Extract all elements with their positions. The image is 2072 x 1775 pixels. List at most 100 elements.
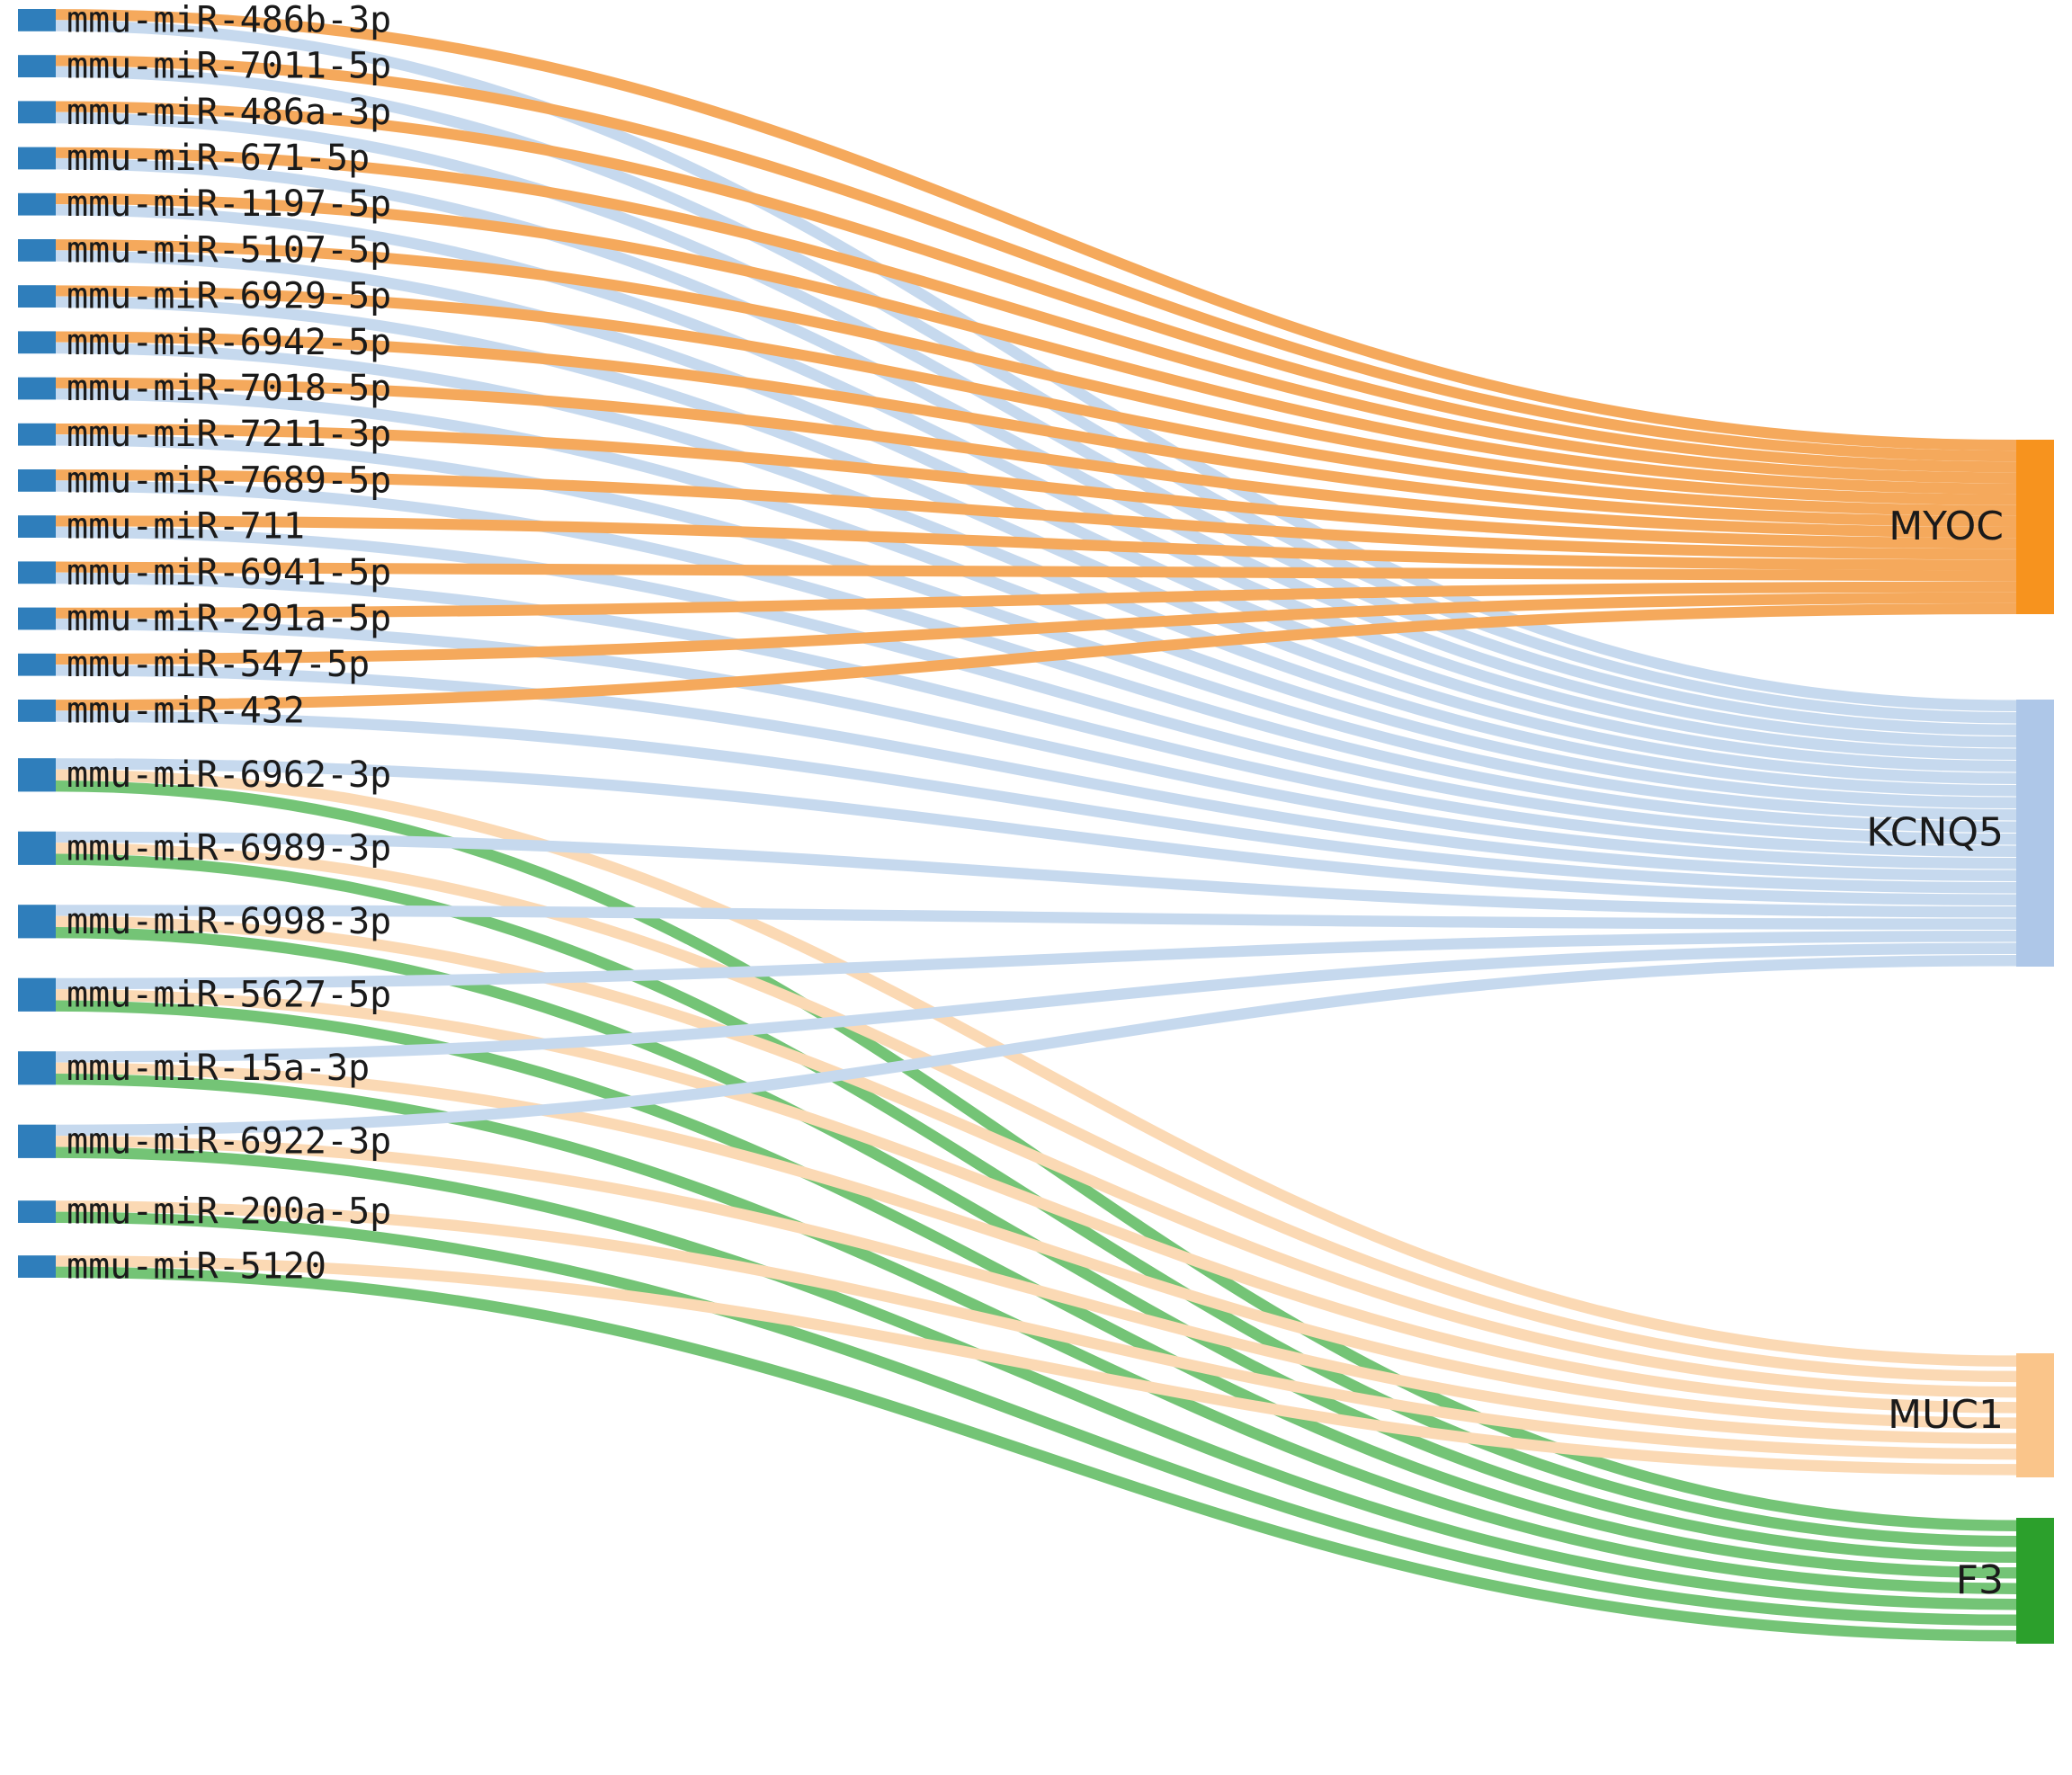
source-node-label: mmu-miR-5120 xyxy=(67,1246,326,1288)
source-node-label: mmu-miR-200a-5p xyxy=(67,1191,391,1233)
source-node-mmu-miR-291a-5p[interactable] xyxy=(18,607,56,630)
source-node-label: mmu-miR-486a-3p xyxy=(67,92,391,133)
source-node-mmu-miR-200a-5p[interactable] xyxy=(18,1200,56,1223)
source-node-label: mmu-miR-6989-3p xyxy=(67,827,391,869)
source-node-mmu-miR-5107-5p[interactable] xyxy=(18,239,56,262)
source-node-mmu-miR-6998-3p[interactable] xyxy=(18,905,56,939)
source-node-label: mmu-miR-291a-5p xyxy=(67,598,391,639)
source-node-mmu-miR-6929-5p[interactable] xyxy=(18,285,56,308)
source-node-label: mmu-miR-7011-5p xyxy=(67,46,391,87)
target-node-label: F3 xyxy=(1956,1557,2004,1603)
sankey-link[interactable] xyxy=(55,592,2017,665)
sankey-link[interactable] xyxy=(55,515,2017,571)
sankey-link[interactable] xyxy=(55,831,2017,918)
sankey-link[interactable] xyxy=(55,769,2017,1367)
source-node-mmu-miR-547-5p[interactable] xyxy=(18,653,56,676)
sankey-link[interactable] xyxy=(55,66,2017,724)
sankey-link[interactable] xyxy=(55,9,2017,451)
source-node-mmu-miR-5120[interactable] xyxy=(18,1255,56,1278)
source-node-mmu-miR-6922-3p[interactable] xyxy=(18,1124,56,1158)
links-layer xyxy=(55,9,2017,1642)
target-node-MYOC[interactable] xyxy=(2016,440,2054,614)
sankey-link[interactable] xyxy=(55,758,2017,905)
source-node-label: mmu-miR-5107-5p xyxy=(67,229,391,271)
sankey-link[interactable] xyxy=(55,843,2017,1383)
sankey-link[interactable] xyxy=(55,955,2017,1137)
source-node-mmu-miR-6941-5p[interactable] xyxy=(18,561,56,584)
source-node-label: mmu-miR-6922-3p xyxy=(67,1120,391,1162)
sankey-link[interactable] xyxy=(55,1146,2017,1610)
source-node-label: mmu-miR-6962-3p xyxy=(67,754,391,796)
source-node-label: mmu-miR-432 xyxy=(67,690,305,731)
nodes-layer xyxy=(18,9,2054,1644)
source-node-label: mmu-miR-7211-3p xyxy=(67,414,391,455)
sankey-link[interactable] xyxy=(55,285,2017,516)
source-node-mmu-miR-1197-5p[interactable] xyxy=(18,192,56,216)
sankey-link[interactable] xyxy=(55,423,2017,549)
source-node-mmu-miR-7018-5p[interactable] xyxy=(18,377,56,400)
source-node-mmu-miR-6989-3p[interactable] xyxy=(18,831,56,865)
sankey-link[interactable] xyxy=(55,581,2017,619)
sankey-link[interactable] xyxy=(55,20,2017,711)
source-node-label: mmu-miR-6941-5p xyxy=(67,552,391,593)
sankey-link[interactable] xyxy=(55,1136,2017,1445)
sankey-link[interactable] xyxy=(55,377,2017,539)
sankey-link[interactable] xyxy=(55,572,2017,857)
source-node-mmu-miR-711[interactable] xyxy=(18,515,56,538)
sankey-link[interactable] xyxy=(55,1255,2017,1476)
target-node-F3[interactable] xyxy=(2016,1518,2054,1644)
source-node-label: mmu-miR-6942-5p xyxy=(67,322,391,363)
source-node-mmu-miR-486b-3p[interactable] xyxy=(18,9,56,31)
target-node-MUC1[interactable] xyxy=(2016,1353,2054,1477)
sankey-link[interactable] xyxy=(55,710,2017,894)
sankey-link[interactable] xyxy=(55,469,2017,560)
source-node-label: mmu-miR-7018-5p xyxy=(67,368,391,409)
sankey-link[interactable] xyxy=(55,915,2017,1398)
source-node-mmu-miR-5627-5p[interactable] xyxy=(18,977,56,1012)
labels-layer: mmu-miR-486b-3p mmu-miR-7011-5p mmu-miR-48… xyxy=(67,0,2004,1603)
source-node-mmu-miR-15a-3p[interactable] xyxy=(18,1051,56,1085)
sankey-link[interactable] xyxy=(55,989,2017,1414)
target-node-label: KCNQ5 xyxy=(1866,810,2004,856)
source-node-label: mmu-miR-671-5p xyxy=(67,138,370,179)
sankey-link[interactable] xyxy=(55,1211,2017,1626)
source-node-mmu-miR-6942-5p[interactable] xyxy=(18,331,56,354)
source-node-label: mmu-miR-5627-5p xyxy=(67,974,391,1015)
source-node-mmu-miR-7211-3p[interactable] xyxy=(18,423,56,446)
target-node-label: MYOC xyxy=(1889,504,2004,549)
sankey-link[interactable] xyxy=(55,619,2017,870)
sankey-link[interactable] xyxy=(55,239,2017,505)
source-node-mmu-miR-486a-3p[interactable] xyxy=(18,101,56,124)
source-node-mmu-miR-7689-5p[interactable] xyxy=(18,469,56,492)
source-node-label: mmu-miR-711 xyxy=(67,506,305,548)
sankey-link[interactable] xyxy=(55,331,2017,528)
sankey-link[interactable] xyxy=(55,905,2017,930)
sankey-link[interactable] xyxy=(55,1200,2017,1460)
source-node-mmu-miR-432[interactable] xyxy=(18,700,56,722)
sankey-link[interactable] xyxy=(55,55,2017,462)
source-node-label: mmu-miR-6998-3p xyxy=(67,901,391,942)
source-node-mmu-miR-7011-5p[interactable] xyxy=(18,55,56,77)
sankey-link[interactable] xyxy=(55,192,2017,495)
source-node-mmu-miR-671-5p[interactable] xyxy=(18,147,56,170)
sankey-link[interactable] xyxy=(55,1266,2017,1642)
sankey-link[interactable] xyxy=(55,1062,2017,1429)
sankey-link[interactable] xyxy=(55,942,2017,1063)
sankey-link[interactable] xyxy=(55,101,2017,473)
target-node-label: MUC1 xyxy=(1888,1392,2004,1438)
sankey-link[interactable] xyxy=(55,526,2017,845)
sankey-link[interactable] xyxy=(55,602,2017,711)
source-node-mmu-miR-6962-3p[interactable] xyxy=(18,758,56,792)
source-node-label: mmu-miR-15a-3p xyxy=(67,1048,370,1089)
sankey-link[interactable] xyxy=(55,561,2017,582)
source-node-label: mmu-miR-486b-3p xyxy=(67,0,391,40)
source-node-label: mmu-miR-7689-5p xyxy=(67,459,391,501)
sankey-link[interactable] xyxy=(55,931,2017,990)
target-node-KCNQ5[interactable] xyxy=(2016,700,2054,967)
sankey-link[interactable] xyxy=(55,665,2017,881)
source-node-label: mmu-miR-1197-5p xyxy=(67,183,391,225)
source-node-label: mmu-miR-547-5p xyxy=(67,644,370,685)
sankey-link[interactable] xyxy=(55,147,2017,484)
